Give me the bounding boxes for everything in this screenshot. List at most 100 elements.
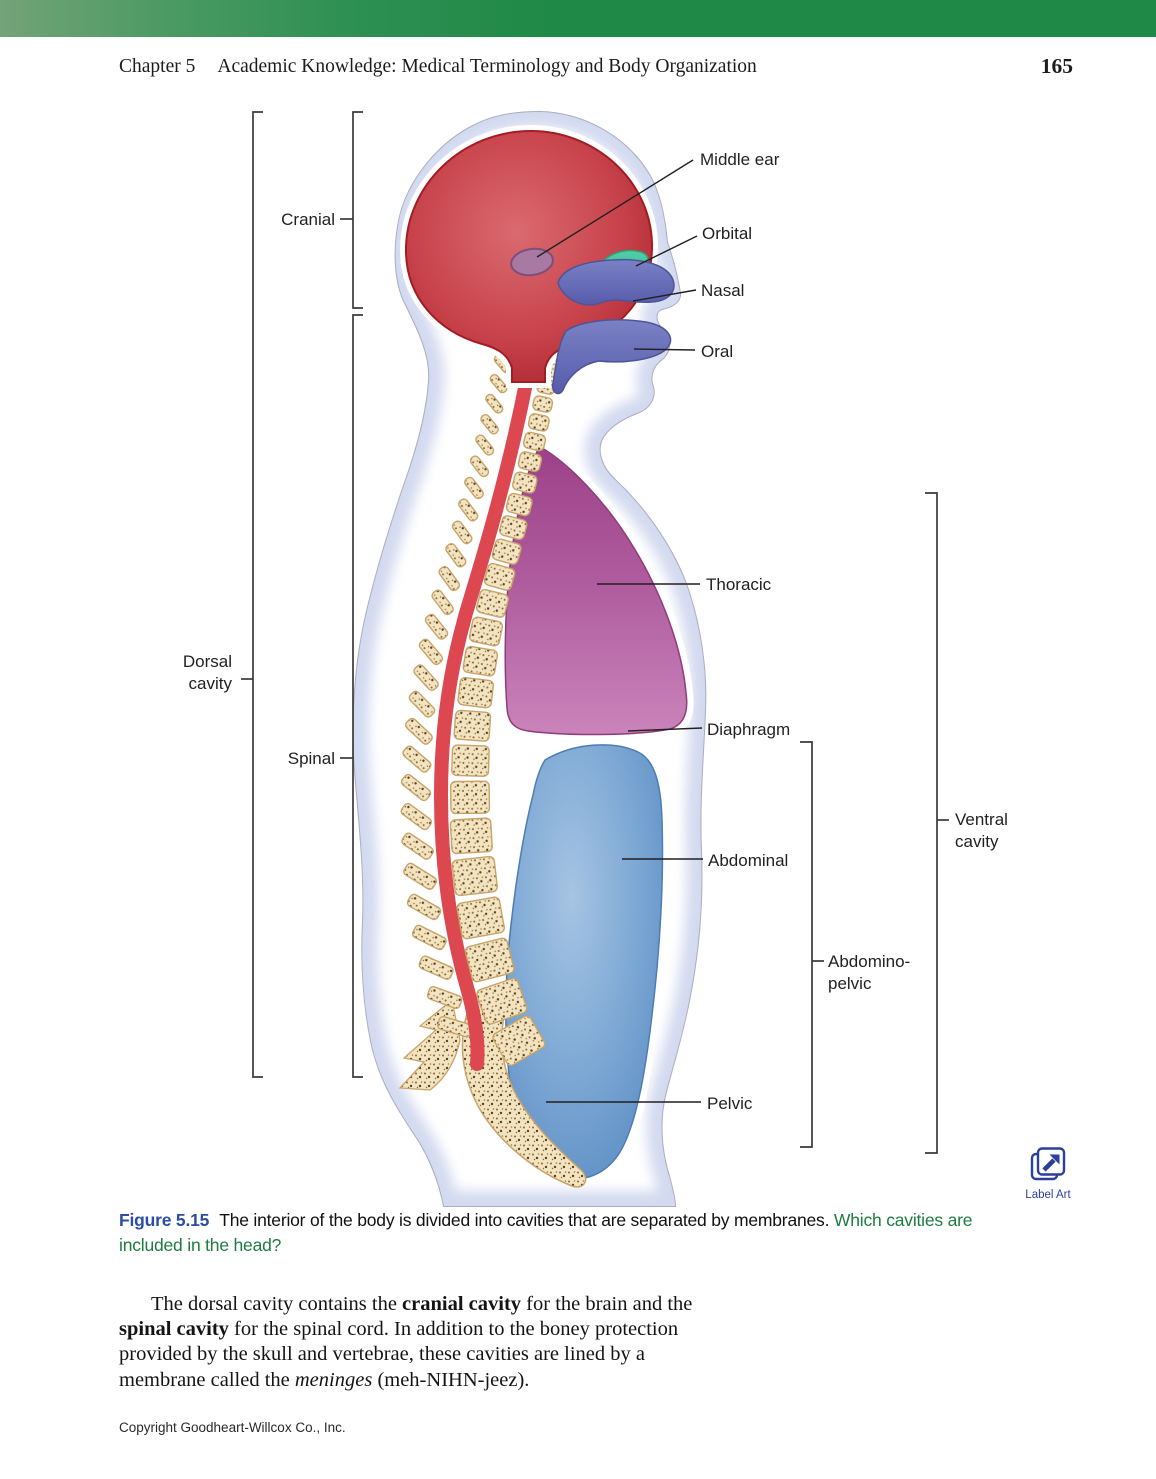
vertebra-process	[424, 613, 449, 640]
vertebra-process	[401, 832, 434, 860]
vertebra-body	[451, 744, 490, 777]
vertebra-body	[449, 817, 493, 855]
page-header-bar	[0, 0, 1156, 37]
vertebra-process	[418, 955, 454, 980]
oral-cavity-shape	[551, 319, 672, 395]
vertebral-bodies	[449, 346, 562, 1066]
paragraph-line-3: provided by the skull and vertebrae, the…	[119, 1343, 645, 1366]
middle-ear-leader	[536, 159, 694, 258]
paragraph-line-1: The dorsal cavity contains the cranial c…	[151, 1293, 693, 1315]
vertebra-process	[418, 638, 444, 666]
label-art-caption: Label Art	[1025, 1189, 1071, 1201]
vertebra-body	[517, 451, 543, 473]
label-dorsal-cavity: Dorsal cavity	[182, 652, 232, 693]
vertebra-body	[483, 562, 516, 591]
vertebra-process	[458, 498, 479, 522]
vertebra-process	[480, 413, 499, 435]
caption-text: The interior of the body is divided into…	[219, 1210, 830, 1230]
vertebra-body	[476, 588, 509, 618]
vertebra-body	[449, 780, 491, 815]
nasal-cavity-shape	[557, 258, 675, 306]
term-meninges: meninges	[294, 1368, 373, 1391]
label-nasal: Nasal	[701, 281, 745, 300]
vertebra-body	[492, 1015, 546, 1066]
vertebra-process	[469, 455, 490, 478]
spinal-bracket	[352, 314, 363, 1078]
vertebra-body	[456, 896, 505, 940]
vertebra-process	[403, 862, 438, 890]
cranial-bracket	[352, 111, 363, 309]
vertebra-process	[413, 664, 439, 692]
vertebra-process	[411, 924, 447, 951]
vertebra-body	[532, 395, 554, 413]
vertebra-process	[485, 393, 504, 414]
vertebra-body	[476, 977, 528, 1025]
label-art-icon	[1030, 1147, 1066, 1181]
running-header: Chapter 5 Academic Knowledge: Medical Ter…	[119, 54, 1073, 82]
term-spinal-cavity: spinal cavity	[119, 1318, 229, 1341]
label-diaphragm: Diaphragm	[707, 720, 791, 739]
vertebra-body	[464, 937, 515, 983]
vertebra-process	[426, 985, 463, 1010]
vertebra-process	[438, 565, 461, 592]
label-middle-ear: Middle ear	[700, 150, 780, 169]
caption-question-line1: Which cavities are	[833, 1210, 973, 1230]
abdominopelvic-bracket	[800, 741, 813, 1148]
vertebra-process	[404, 717, 433, 745]
vertebra-process	[475, 434, 495, 456]
paragraph-line-4: membrane called the meninges (meh-NIHN-j…	[119, 1368, 530, 1391]
vertebra-process	[402, 745, 432, 773]
label-art-button[interactable]: Label Art	[1016, 1146, 1080, 1201]
ventral-cavity-bracket	[925, 492, 938, 1154]
vertebra-process	[406, 893, 442, 921]
body-paragraph: The dorsal cavity contains the cranial c…	[119, 1292, 819, 1393]
vertebra-body	[462, 645, 499, 677]
vertebra-process	[451, 520, 473, 545]
vertebra-body	[451, 855, 498, 897]
label-abdominopelvic: Abdomino- pelvic	[828, 952, 911, 993]
vertebra-process	[445, 543, 467, 568]
label-ventral-cavity: Ventral cavity	[955, 810, 1008, 851]
vertebra-body	[457, 676, 495, 709]
vertebra-body	[468, 616, 504, 647]
leader-lines	[536, 159, 703, 1103]
vertebra-body	[499, 515, 528, 541]
diaphragm-leader	[627, 727, 703, 732]
vertebra-body	[505, 492, 533, 517]
dorsal-cavity-bracket	[252, 111, 263, 1078]
label-orbital: Orbital	[702, 224, 753, 243]
vertebra-body	[523, 431, 547, 452]
caption-question-line2: included in the head?	[119, 1234, 282, 1255]
label-spinal: Spinal	[287, 749, 335, 768]
vertebra-process	[408, 690, 436, 718]
nasal-leader	[632, 289, 697, 302]
vertebra-body	[453, 709, 492, 742]
vertebra-body	[527, 413, 550, 432]
vertebra-process	[464, 476, 484, 500]
label-thoracic: Thoracic	[706, 575, 772, 594]
chapter-label: Chapter 5	[119, 56, 196, 77]
chapter-title: Academic Knowledge: Medical Terminology …	[217, 56, 757, 77]
vertebra-body	[491, 538, 522, 565]
vertebra-body	[512, 471, 538, 494]
spinal-cord-shape	[433, 371, 534, 1071]
vertebra-process	[489, 373, 508, 394]
vertebra-process	[431, 589, 454, 616]
vertebra-process	[400, 802, 433, 831]
label-pelvic: Pelvic	[707, 1094, 753, 1113]
label-oral: Oral	[701, 342, 734, 361]
page-number: 165	[1040, 54, 1073, 78]
vertebra-process	[400, 773, 432, 802]
term-cranial-cavity: cranial cavity	[402, 1293, 522, 1315]
middle-ear-shape	[510, 247, 554, 277]
brackets	[241, 111, 949, 1154]
oral-leader	[633, 348, 696, 351]
copyright-line: Copyright Goodheart-Willcox Co., Inc.	[119, 1420, 346, 1435]
label-abdominal: Abdominal	[708, 851, 789, 870]
paragraph-line-2: spinal cavity for the spinal cord. In ad…	[119, 1318, 679, 1341]
orbital-leader	[635, 235, 698, 267]
